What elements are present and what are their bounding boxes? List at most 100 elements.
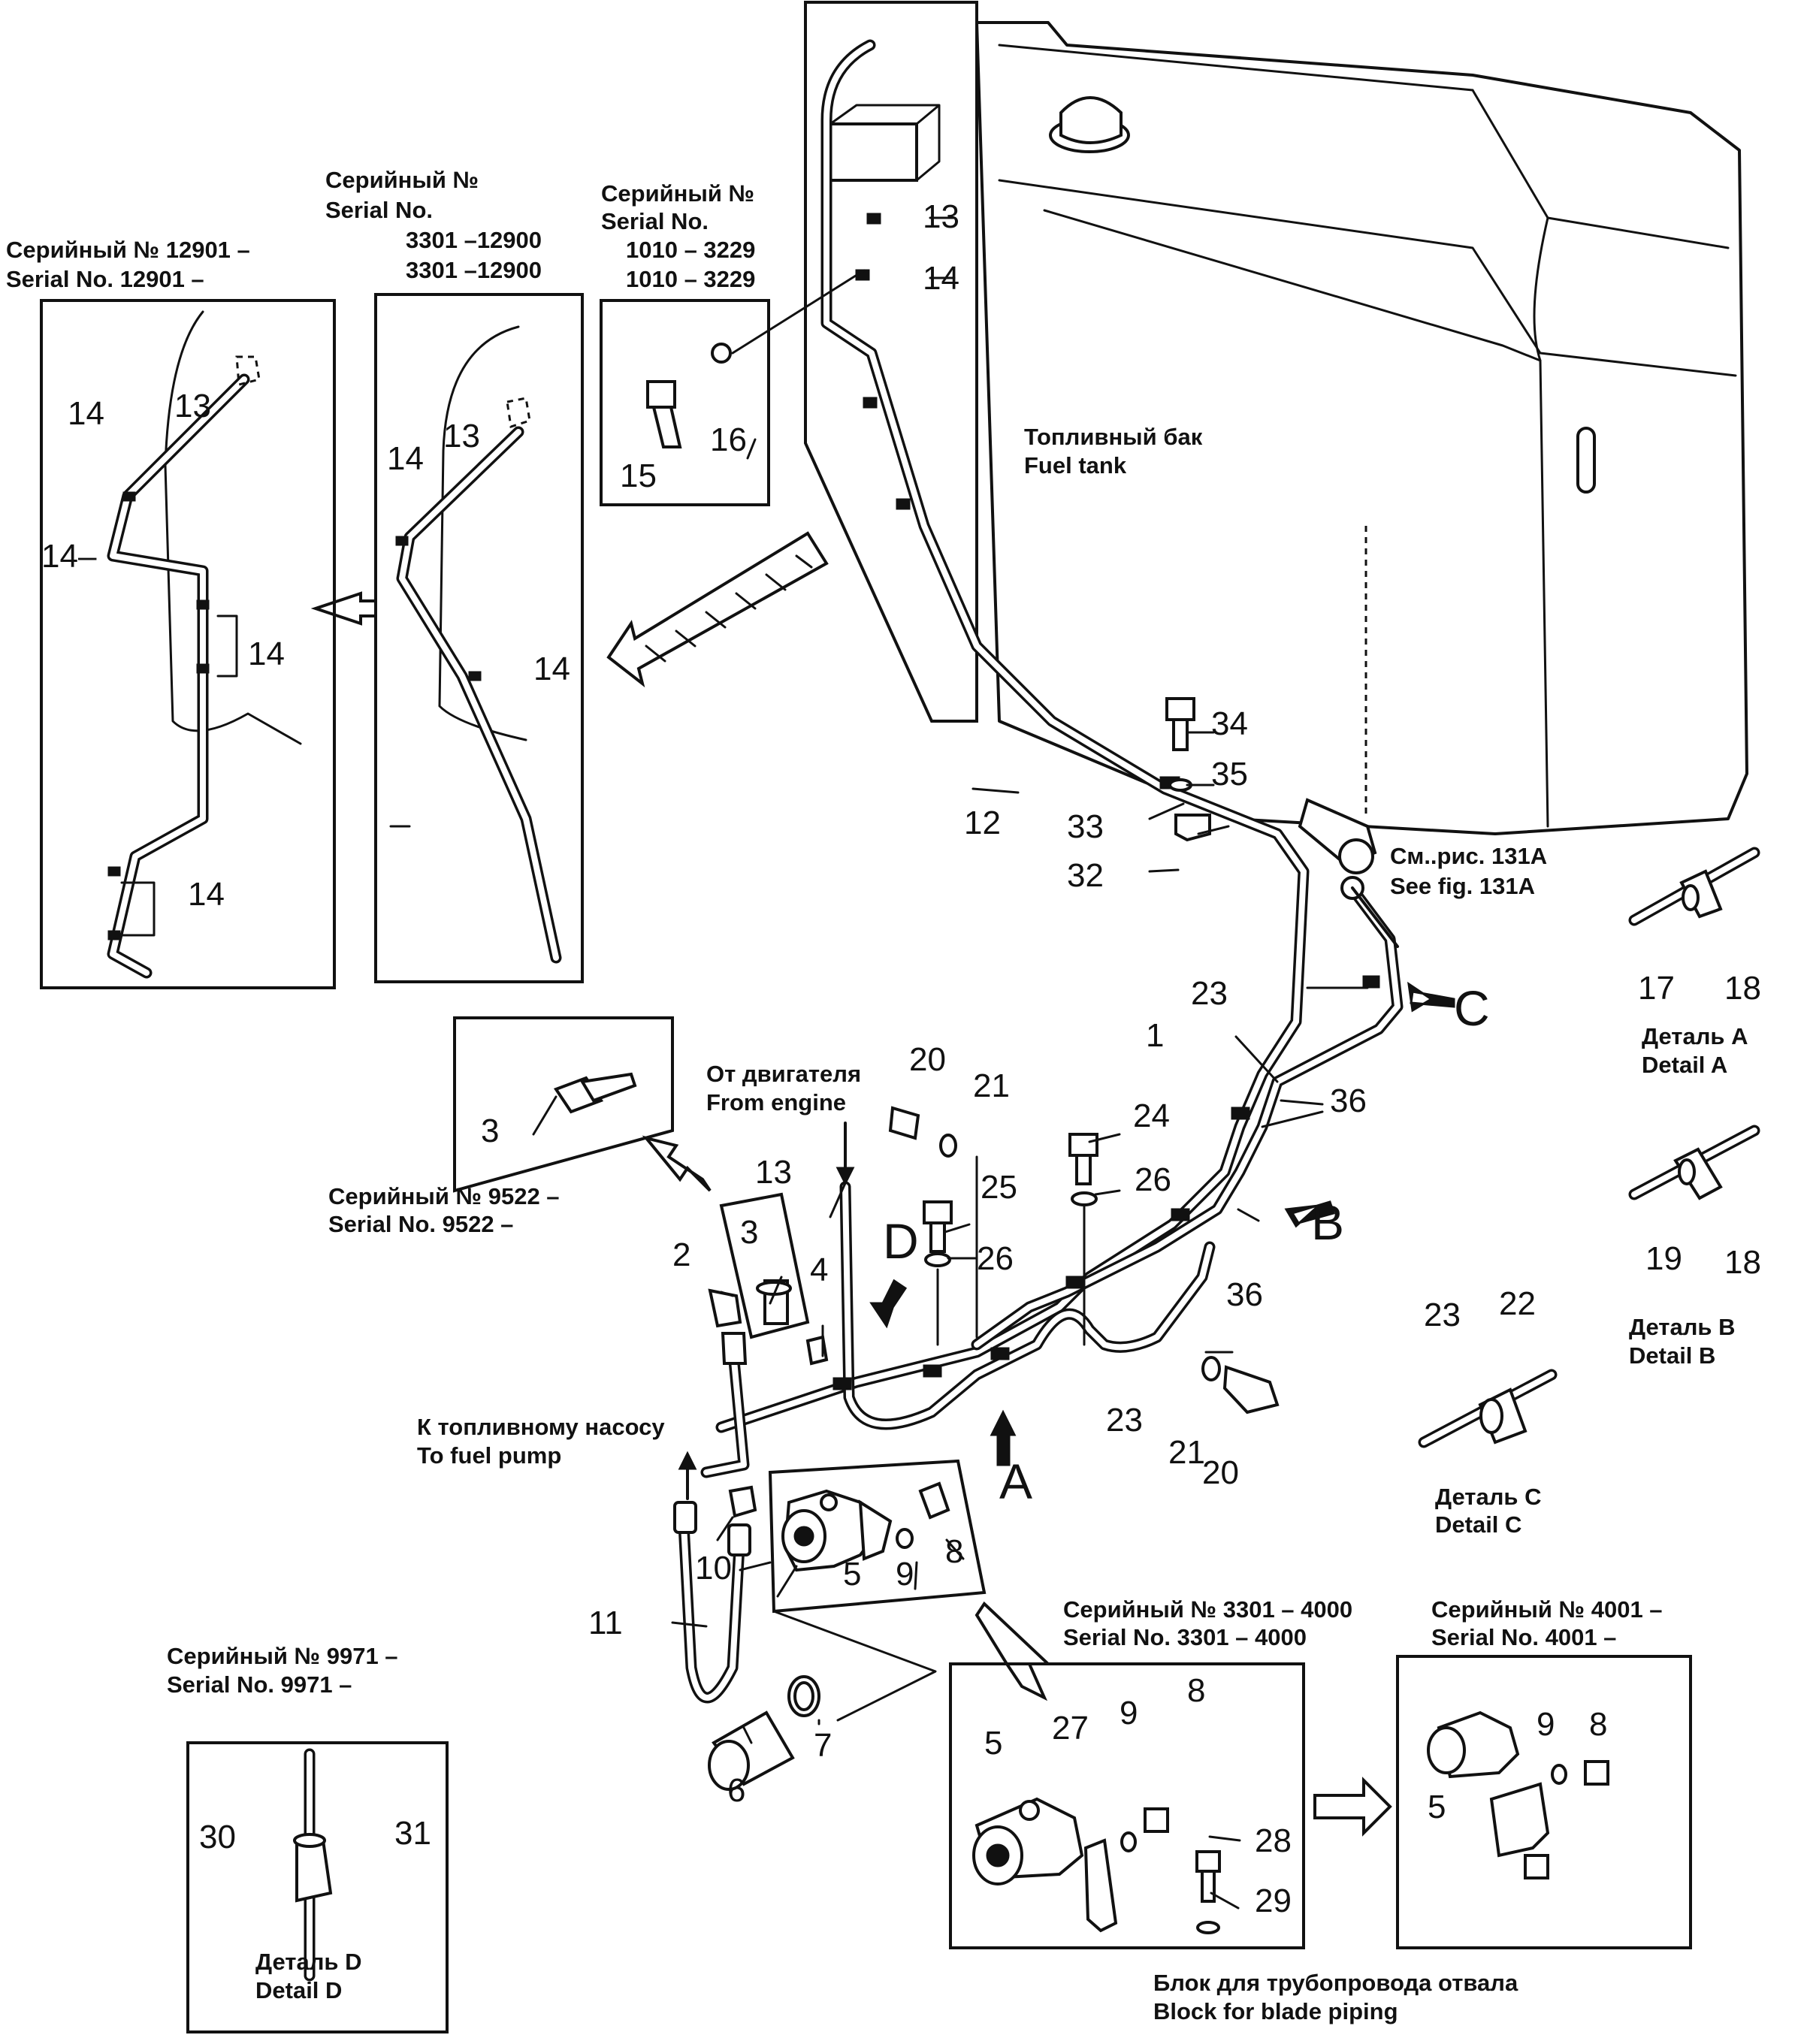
serial-4001-en: Serial No. 4001 – [1431, 1624, 1616, 1650]
serial-3301-range1: 3301 –12900 [406, 227, 542, 253]
serial-3301-4000-panel [949, 1662, 1305, 1949]
serial-3301-panel [374, 293, 584, 983]
p12901-14c: 14 [248, 636, 285, 672]
s4001-9: 9 [1537, 1706, 1555, 1743]
callout-14: 14 [923, 260, 959, 297]
detail-c-23: 23 [1424, 1297, 1461, 1333]
valve-and-elbow [708, 1192, 829, 1366]
detail-a-ru: Деталь А [1642, 1023, 1748, 1049]
p3301-14a: 14 [387, 440, 424, 477]
callout-11: 11 [588, 1605, 623, 1641]
fuel-tank-label-en: Fuel tank [1024, 452, 1127, 479]
callout-10: 10 [695, 1550, 732, 1587]
from-engine-label-ru: От двигателя [706, 1061, 861, 1087]
s4001-8: 8 [1589, 1706, 1607, 1743]
serial-4001-ru: Серийный № 4001 – [1431, 1596, 1663, 1623]
detail-c-ru: Деталь С [1435, 1484, 1541, 1510]
s3301-28: 28 [1255, 1822, 1292, 1859]
detail-d-ru: Деталь D [255, 1949, 361, 1975]
bolts-center [888, 1106, 1280, 1414]
detail-b-en: Detail B [1629, 1342, 1715, 1369]
detail-c-22: 22 [1499, 1285, 1536, 1322]
callout-21b: 21 [1168, 1434, 1205, 1471]
blade-block-label-ru: Блок для трубопровода отвала [1153, 1970, 1518, 1996]
filter-element [708, 1675, 820, 1791]
tank-outlet-fitting [1298, 798, 1399, 948]
s4001-5: 5 [1428, 1789, 1446, 1825]
callout-7: 7 [814, 1727, 832, 1764]
serial-1010-ru: Серийный № [601, 180, 754, 207]
callout-6: 6 [727, 1772, 745, 1809]
callout-b: B [1311, 1194, 1344, 1250]
callout-a: A [999, 1454, 1032, 1509]
callout-20b: 20 [1202, 1454, 1239, 1491]
callout-25: 25 [981, 1169, 1017, 1206]
serial-9522-en: Serial No. 9522 – [328, 1211, 513, 1237]
detail-b [1628, 1125, 1760, 1200]
blade-block-label-en: Block for blade piping [1153, 1998, 1398, 2024]
callout-15: 15 [620, 457, 657, 494]
filter-housing-box [739, 1459, 987, 1722]
see-fig-label-ru: См..рис. 131A [1390, 843, 1547, 869]
serial-3301-4000-ru: Серийный № 3301 – 4000 [1063, 1596, 1352, 1623]
serial-9971-ru: Серийный № 9971 – [167, 1643, 398, 1669]
callout-35: 35 [1211, 756, 1248, 793]
s3301-29: 29 [1255, 1882, 1292, 1919]
serial-3301-en: Serial No. [325, 197, 433, 223]
detail-c-en: Detail C [1435, 1511, 1521, 1538]
to-fuel-pump-label-ru: К топливному насосу [417, 1414, 665, 1440]
callout-13: 13 [923, 198, 959, 235]
detail-c [1418, 1369, 1558, 1448]
callout-c: C [1454, 980, 1490, 1036]
main-fuel-line [678, 39, 1404, 1704]
callout-9: 9 [896, 1556, 914, 1593]
to-fuel-pump-label-en: To fuel pump [417, 1442, 561, 1469]
serial-1010-range1: 1010 – 3229 [626, 237, 755, 263]
detail-a [1628, 847, 1760, 926]
callout-36: 36 [1330, 1082, 1367, 1119]
callout-d: D [883, 1213, 919, 1269]
callout-numbers: A B C D 1 2 3 3 4 5 6 7 8 9 10 11 12 13 … [41, 198, 1761, 1919]
callout-2: 2 [672, 1236, 690, 1273]
p12901-13: 13 [174, 388, 211, 424]
detail-a-en: Detail A [1642, 1052, 1727, 1078]
detail-b-18: 18 [1724, 1244, 1761, 1281]
from-engine-label-en: From engine [706, 1089, 846, 1116]
serial-9971-en: Serial No. 9971 – [167, 1671, 352, 1698]
detail-b-19: 19 [1645, 1240, 1682, 1277]
callout-12: 12 [964, 805, 1001, 841]
callout-4: 4 [810, 1251, 828, 1288]
callout-26: 26 [1135, 1161, 1171, 1198]
detail-d-31: 31 [394, 1815, 431, 1852]
s3301-5: 5 [984, 1725, 1002, 1762]
p3301-14b: 14 [533, 651, 570, 687]
callout-34: 34 [1211, 705, 1248, 742]
callout-23b: 23 [1106, 1402, 1143, 1439]
bolt-34-assembly [1165, 697, 1211, 842]
serial-9522-inset [453, 1016, 674, 1193]
callout-32: 32 [1067, 857, 1104, 894]
hose-fittings [673, 1332, 757, 1556]
see-fig-label-en: See fig. 131A [1390, 873, 1535, 899]
callout-26b: 26 [977, 1240, 1014, 1277]
callout-5: 5 [843, 1556, 861, 1593]
callout-36b: 36 [1226, 1276, 1263, 1313]
detail-d-en: Detail D [255, 1977, 342, 2003]
callout-20: 20 [909, 1041, 946, 1078]
callout-16: 16 [710, 421, 747, 458]
serial-1010-range2: 1010 – 3229 [626, 266, 755, 292]
callout-1: 1 [1146, 1017, 1164, 1054]
text-labels: Топливный бак Fuel tank От двигателя Fro… [6, 167, 1748, 2024]
serial-12901-panel [40, 299, 336, 989]
s3301-27: 27 [1052, 1710, 1089, 1747]
serial-12901-ru: Серийный № 12901 – [6, 237, 250, 263]
callout-3: 3 [740, 1214, 758, 1251]
detail-b-ru: Деталь В [1629, 1314, 1735, 1340]
callout-33: 33 [1067, 808, 1104, 845]
s3301-8: 8 [1187, 1672, 1205, 1709]
fuel-tank-label-ru: Топливный бак [1024, 424, 1203, 450]
detail-d-30: 30 [199, 1819, 236, 1855]
pointer-arrows [310, 531, 1455, 1837]
callout-3-9522: 3 [481, 1113, 499, 1149]
